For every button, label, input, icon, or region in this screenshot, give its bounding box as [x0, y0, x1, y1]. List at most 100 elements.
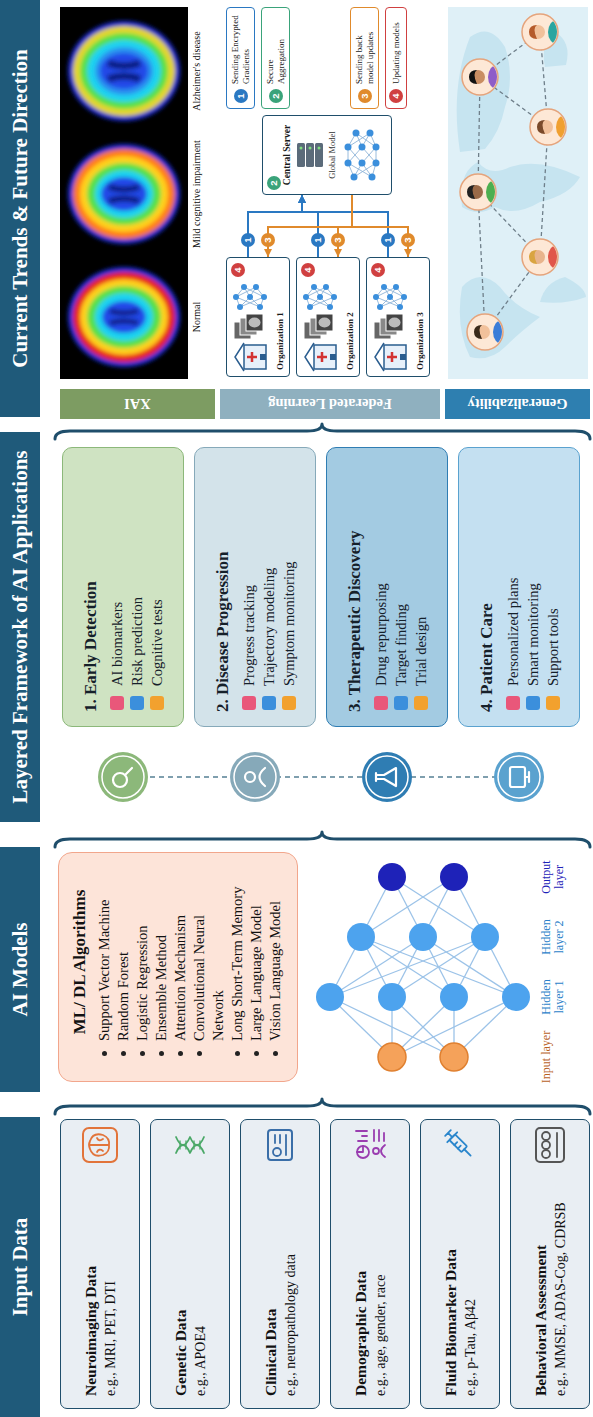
- data-type-icon: [374, 1130, 384, 1141]
- application-item: Cognitive tests: [147, 462, 167, 712]
- application-icon: [362, 752, 412, 802]
- edge-label-patch: 1: [311, 233, 325, 247]
- data-type-icon: [268, 1130, 292, 1160]
- application-icon: [245, 772, 255, 782]
- data-title: Behavioral Assessment: [531, 1178, 550, 1396]
- application-item: Drug repurposing: [371, 462, 391, 712]
- application-icon: [230, 752, 280, 802]
- algorithm-name: Vision Language Model: [266, 865, 285, 1059]
- person-avatar: [556, 115, 574, 139]
- data-title: Neuroimaging Data: [81, 1178, 100, 1396]
- server-illustration: [306, 143, 314, 167]
- application-box: 2. Disease ProgressionProgress trackingT…: [194, 447, 316, 727]
- data-type-icon: [536, 1128, 564, 1162]
- header-text: AI Models: [8, 923, 33, 1017]
- network-link: [423, 937, 516, 997]
- step-number: 2: [267, 176, 281, 190]
- data-title: Clinical Data: [261, 1178, 280, 1396]
- edge-label-patch: 3: [261, 233, 275, 247]
- algorithm-name: Attention Mechanism: [171, 865, 190, 1059]
- scan-label: Normal: [191, 259, 203, 375]
- person-avatar: [474, 320, 511, 344]
- pet-scan: [87, 163, 161, 225]
- person-avatar: [462, 59, 506, 95]
- organization-name: Organization 1: [275, 312, 286, 370]
- header-text: Input Data: [8, 1218, 33, 1317]
- edge-label-patch: 3: [401, 233, 415, 247]
- network-neuron: [409, 923, 437, 951]
- band-text: XAI: [60, 389, 215, 419]
- application-icon: [494, 752, 544, 802]
- network-neuron: [378, 863, 406, 891]
- application-title: 4. Patient Care: [476, 462, 498, 712]
- data-type-icon: [373, 1148, 379, 1154]
- pet-scan: [68, 267, 180, 367]
- step-number: 4: [371, 263, 385, 277]
- data-type-icon: [83, 1128, 117, 1162]
- data-type-icon: [536, 1128, 564, 1162]
- person-avatar: [460, 174, 504, 210]
- server-illustration: [348, 133, 376, 177]
- data-type-icon: [275, 1135, 286, 1155]
- pet-scan: [109, 187, 139, 201]
- pet-scan: [87, 286, 161, 348]
- algorithm-name: Large Language Model: [247, 865, 266, 1059]
- data-type-icon: [83, 1128, 564, 1162]
- trend-band: XAI: [60, 389, 215, 419]
- step-key: 2Secure Aggregation: [261, 7, 290, 109]
- network-link: [361, 877, 454, 937]
- step-number: 3: [358, 89, 372, 103]
- curly-bracket: [55, 1099, 590, 1114]
- flow-arrow: [268, 195, 352, 257]
- pet-scan: [87, 40, 161, 102]
- pet-scan: [100, 53, 148, 89]
- person-avatar: [537, 115, 574, 139]
- layer-label: Hidden layer 1: [540, 969, 566, 1025]
- layer-label: Output layer: [540, 849, 566, 905]
- step-number: 4: [231, 263, 245, 277]
- data-example: e.g., APOE4: [192, 1178, 210, 1396]
- application-item: AI biomarkers: [107, 462, 127, 712]
- server-illustration: [309, 147, 312, 150]
- application-item: Support tools: [543, 462, 563, 712]
- application-box: 3. Therapeutic DiscoveryDrug repurposing…: [326, 447, 448, 727]
- application-icon: [102, 756, 144, 798]
- data-title: Fluid Biomarker Data: [441, 1178, 460, 1396]
- model-name: Global Model: [327, 131, 337, 178]
- data-type-icon: [443, 1128, 476, 1161]
- data-type-icon: [268, 1130, 292, 1160]
- step-text: Updating models: [391, 13, 402, 84]
- application-icon: [498, 756, 540, 798]
- curly-bracket: [55, 424, 590, 439]
- edge-label: 3: [401, 233, 415, 247]
- world-map: [540, 127, 548, 257]
- application-item: Smart monitoring: [523, 462, 543, 712]
- server-illustration: [359, 144, 366, 151]
- data-title: Genetic Data: [171, 1178, 190, 1396]
- pet-scan: [110, 311, 138, 323]
- trend-band: Generalizability: [445, 389, 590, 419]
- pet-scan: [108, 63, 140, 79]
- person-avatar: [460, 14, 574, 350]
- server-illustration: [345, 160, 352, 167]
- data-type-icon: [381, 1145, 385, 1157]
- algorithm-name: Ensemble Method: [152, 865, 171, 1059]
- network-neuron: [440, 983, 468, 1011]
- server-illustration: [297, 143, 305, 167]
- edge-label: 3: [331, 233, 345, 247]
- data-type-icon: [273, 1148, 281, 1156]
- pet-scan: [60, 7, 188, 379]
- algorithm-name: Logistic Regression: [133, 865, 152, 1059]
- step-number: 4: [301, 263, 315, 277]
- application-icon: [98, 752, 148, 802]
- pet-scan: [102, 301, 146, 333]
- trend-band: Federated Learning: [220, 389, 440, 419]
- network-link: [392, 877, 485, 937]
- step-text: Sending back model updates: [354, 13, 375, 84]
- dashed-connector: [123, 776, 519, 778]
- server-illustration: [373, 160, 380, 167]
- algorithm-name: Support Vector Machine: [95, 865, 114, 1059]
- application-title: 3. Therapeutic Discovery: [344, 462, 366, 712]
- person-avatar: [493, 320, 511, 344]
